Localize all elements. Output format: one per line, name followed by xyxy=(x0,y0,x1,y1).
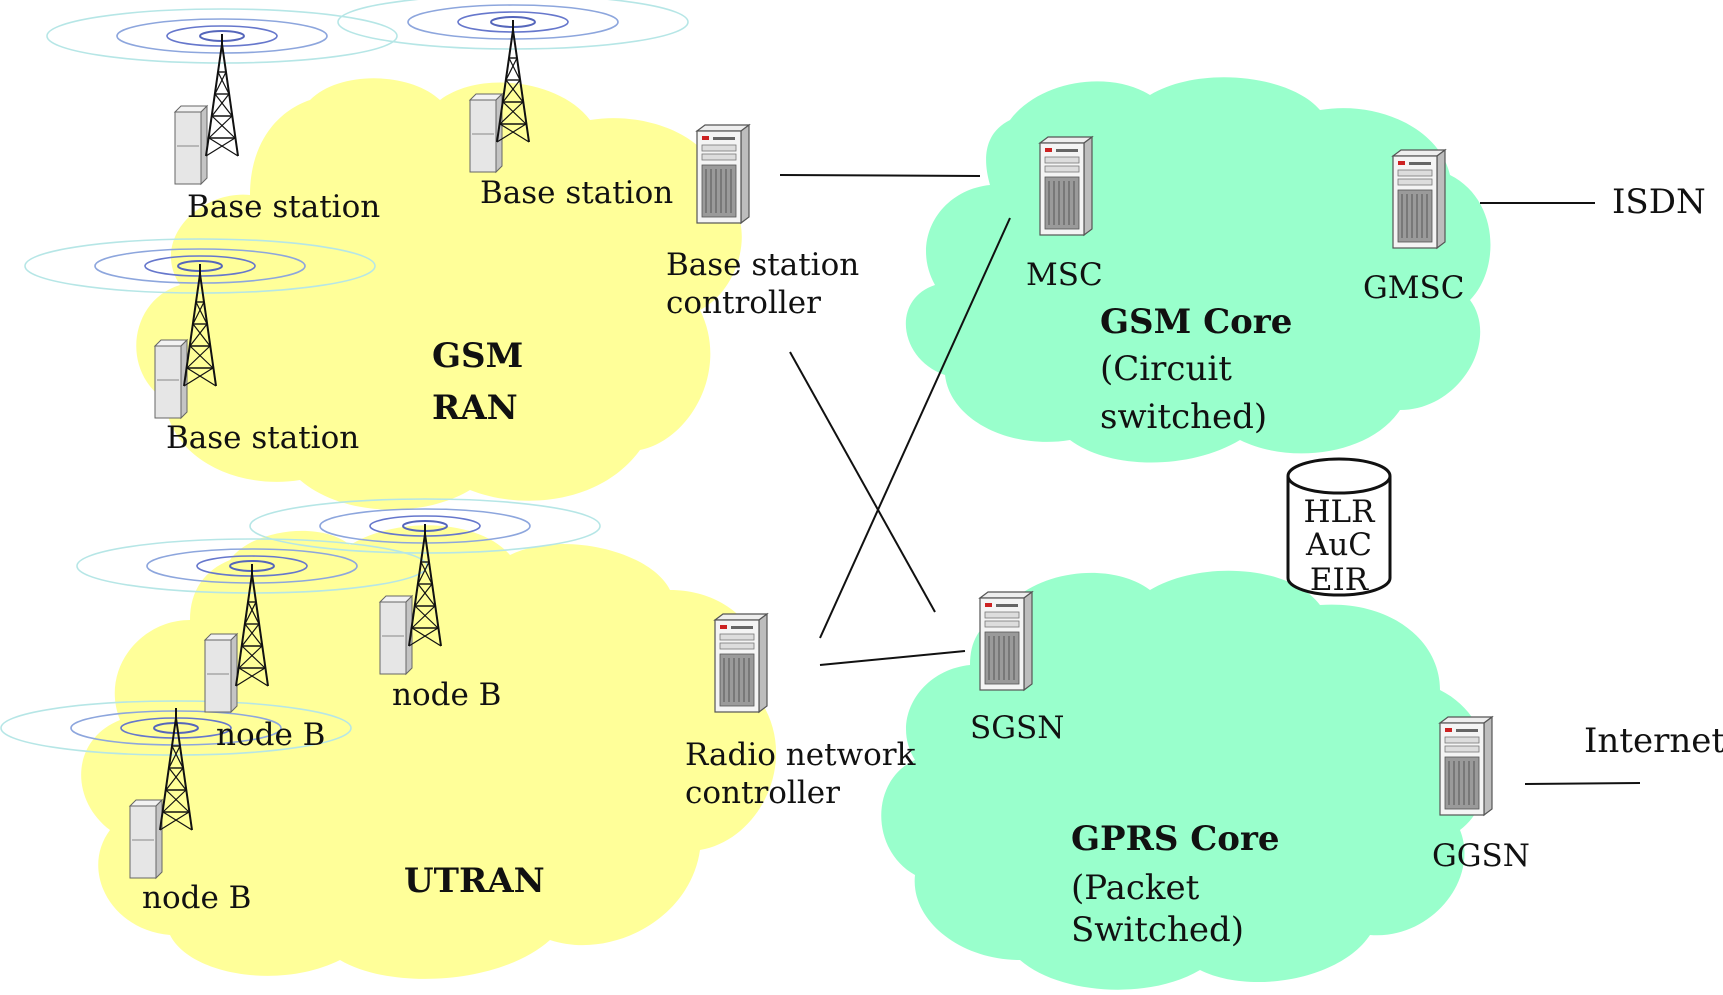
radio-network-controller-label: Radio network xyxy=(685,737,916,773)
gsm-core-subtitle: switched) xyxy=(1100,397,1267,437)
gprs-core-cloud xyxy=(881,570,1488,990)
gsm-ran-cloud xyxy=(136,78,742,510)
gsm-ran-title: GSM xyxy=(432,336,523,376)
link-rnc-msc xyxy=(819,217,1011,639)
base-station-label: Base station xyxy=(480,175,673,211)
base-station-label: Base station xyxy=(187,189,380,225)
link-bsc-sgsn xyxy=(789,351,936,613)
internet-label: Internet xyxy=(1584,721,1723,761)
isdn-label: ISDN xyxy=(1612,182,1706,222)
link-rnc-sgsn xyxy=(819,650,966,666)
gprs-core-title: GPRS Core xyxy=(1071,819,1280,859)
utran-cloud xyxy=(81,525,777,979)
gsm-core-title: GSM Core xyxy=(1100,302,1292,342)
node-b-cabinet-icon xyxy=(379,595,413,675)
rnc-server-icon xyxy=(714,613,768,713)
gprs-core-subtitle: (Packet xyxy=(1071,868,1200,908)
msc-label: MSC xyxy=(1026,257,1103,293)
gmsc-server-icon xyxy=(1392,149,1446,249)
radio-network-controller-label: controller xyxy=(685,775,840,811)
node-b-cabinet-icon xyxy=(204,633,238,713)
node-b-label: node B xyxy=(392,677,501,713)
gsm-core-subtitle: (Circuit xyxy=(1100,349,1232,389)
ggsn-label: GGSN xyxy=(1432,838,1530,874)
eir-label: EIR xyxy=(1310,562,1370,598)
base-station-controller-label: Base station xyxy=(666,247,859,283)
ggsn-server-icon xyxy=(1439,716,1493,816)
gmsc-label: GMSC xyxy=(1363,270,1464,306)
sgsn-server-icon xyxy=(979,591,1033,691)
base-station-label: Base station xyxy=(166,420,359,456)
hlr-label: HLR xyxy=(1304,494,1377,530)
msc-server-icon xyxy=(1039,136,1093,236)
base-station-cabinet-icon xyxy=(174,105,208,185)
base-station-cabinet-icon xyxy=(154,339,188,419)
base-station-controller-label: controller xyxy=(666,285,821,321)
link-bsc-msc xyxy=(779,174,981,177)
gprs-core-subtitle: Switched) xyxy=(1071,910,1244,950)
bsc-server-icon xyxy=(696,124,750,224)
node-b-cabinet-icon xyxy=(129,799,163,879)
sgsn-label: SGSN xyxy=(970,710,1064,746)
link-ggsn-internet xyxy=(1524,782,1641,785)
database-cylinder-icon xyxy=(1286,457,1392,597)
gsm-ran-title: RAN xyxy=(432,388,518,428)
utran-title: UTRAN xyxy=(404,861,545,901)
auc-label: AuC xyxy=(1305,527,1372,563)
node-b-label: node B xyxy=(216,717,325,753)
base-station-cabinet-icon xyxy=(469,93,503,173)
node-b-label: node B xyxy=(142,880,251,916)
